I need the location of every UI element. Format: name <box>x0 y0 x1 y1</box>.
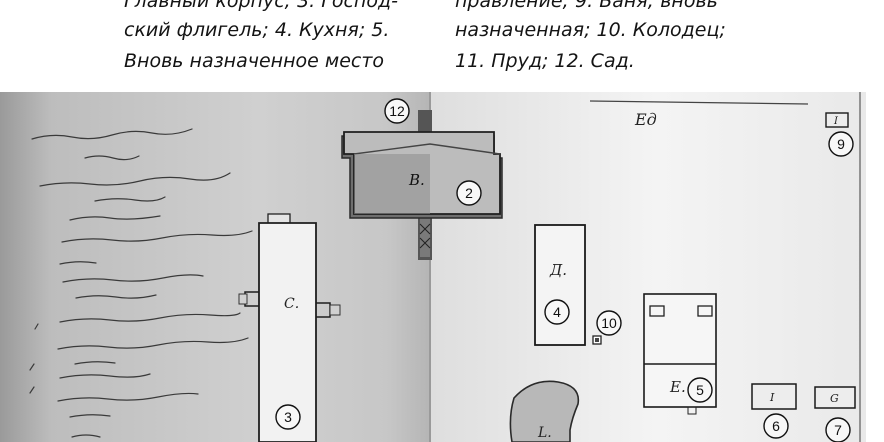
marker-6-circle <box>763 413 789 439</box>
east-wing <box>258 222 317 442</box>
building-6-letter: I <box>769 391 775 404</box>
marker-9-label: 9 <box>837 136 845 152</box>
main-house-roof-line <box>353 143 501 155</box>
kitchen <box>534 224 586 346</box>
main-house-letter: В. <box>408 171 425 189</box>
marker-7-circle <box>825 417 851 442</box>
east-wing-letter: С. <box>284 296 299 312</box>
east-wing-west-step <box>238 293 248 305</box>
new-place-letter: Е. <box>669 378 686 396</box>
top-border-line <box>589 100 809 105</box>
marker-5-circle <box>687 377 713 403</box>
new-place-step <box>687 406 697 415</box>
caption-left-line-3: Вновь назначенное место <box>124 50 385 72</box>
marker-12-label: 12 <box>389 103 405 119</box>
pond-letter: L. <box>537 425 552 441</box>
garden-hatch <box>419 223 431 249</box>
marker-12-circle <box>384 98 410 124</box>
new-place-window-right <box>697 305 713 317</box>
caption-right-line-2: назначенная; 10. Колодец; <box>455 19 726 41</box>
number-markers <box>275 98 854 442</box>
garden-strip-lower <box>420 212 430 257</box>
bathhouse-9 <box>825 112 849 128</box>
caption-block: Главный корпус; 3. Господ- ский флигель;… <box>0 0 884 90</box>
pond <box>509 380 580 442</box>
well-center <box>595 338 599 342</box>
marker-9-circle <box>828 131 854 157</box>
number-labels: 12 2 3 4 10 5 6 7 9 <box>284 103 845 438</box>
marker-6-label: 6 <box>772 418 780 434</box>
right-margin <box>866 92 884 442</box>
caption-left-line-1: Главный корпус; 3. Господ- <box>124 0 398 12</box>
building-7-letter: G <box>830 392 839 405</box>
marker-2-circle <box>456 180 482 206</box>
new-place-window-left <box>649 305 665 317</box>
marker-4-circle <box>544 299 570 325</box>
corner-mark: Ед <box>634 110 657 129</box>
marker-4-label: 4 <box>553 304 561 320</box>
marker-10-circle <box>596 310 622 336</box>
caption-right-line-1: правление; 9. Баня; вновь <box>455 0 718 12</box>
estate-plan-drawing: В. С. Д. Е. L. I G I Ед <box>0 92 884 442</box>
marker-2-label: 2 <box>465 185 473 201</box>
marker-10-label: 10 <box>601 315 617 331</box>
kitchen-letter: Д. <box>549 261 567 279</box>
bathhouse-9-letter: I <box>833 116 839 127</box>
caption-left-line-2: ский флигель; 4. Кухня; 5. <box>124 19 390 41</box>
marker-3-label: 3 <box>284 409 292 425</box>
main-house-shade <box>354 154 430 214</box>
building-6 <box>751 383 797 410</box>
east-wing-east-step <box>329 304 341 316</box>
marker-7-label: 7 <box>834 422 842 438</box>
handwritten-inventory <box>29 128 253 438</box>
marker-5-label: 5 <box>696 382 704 398</box>
caption-right-line-3: 11. Пруд; 12. Сад. <box>455 50 635 72</box>
estate-plan-scan: В. С. Д. Е. L. I G I Ед <box>0 92 884 442</box>
building-7 <box>814 386 856 409</box>
marker-3-circle <box>275 404 301 430</box>
